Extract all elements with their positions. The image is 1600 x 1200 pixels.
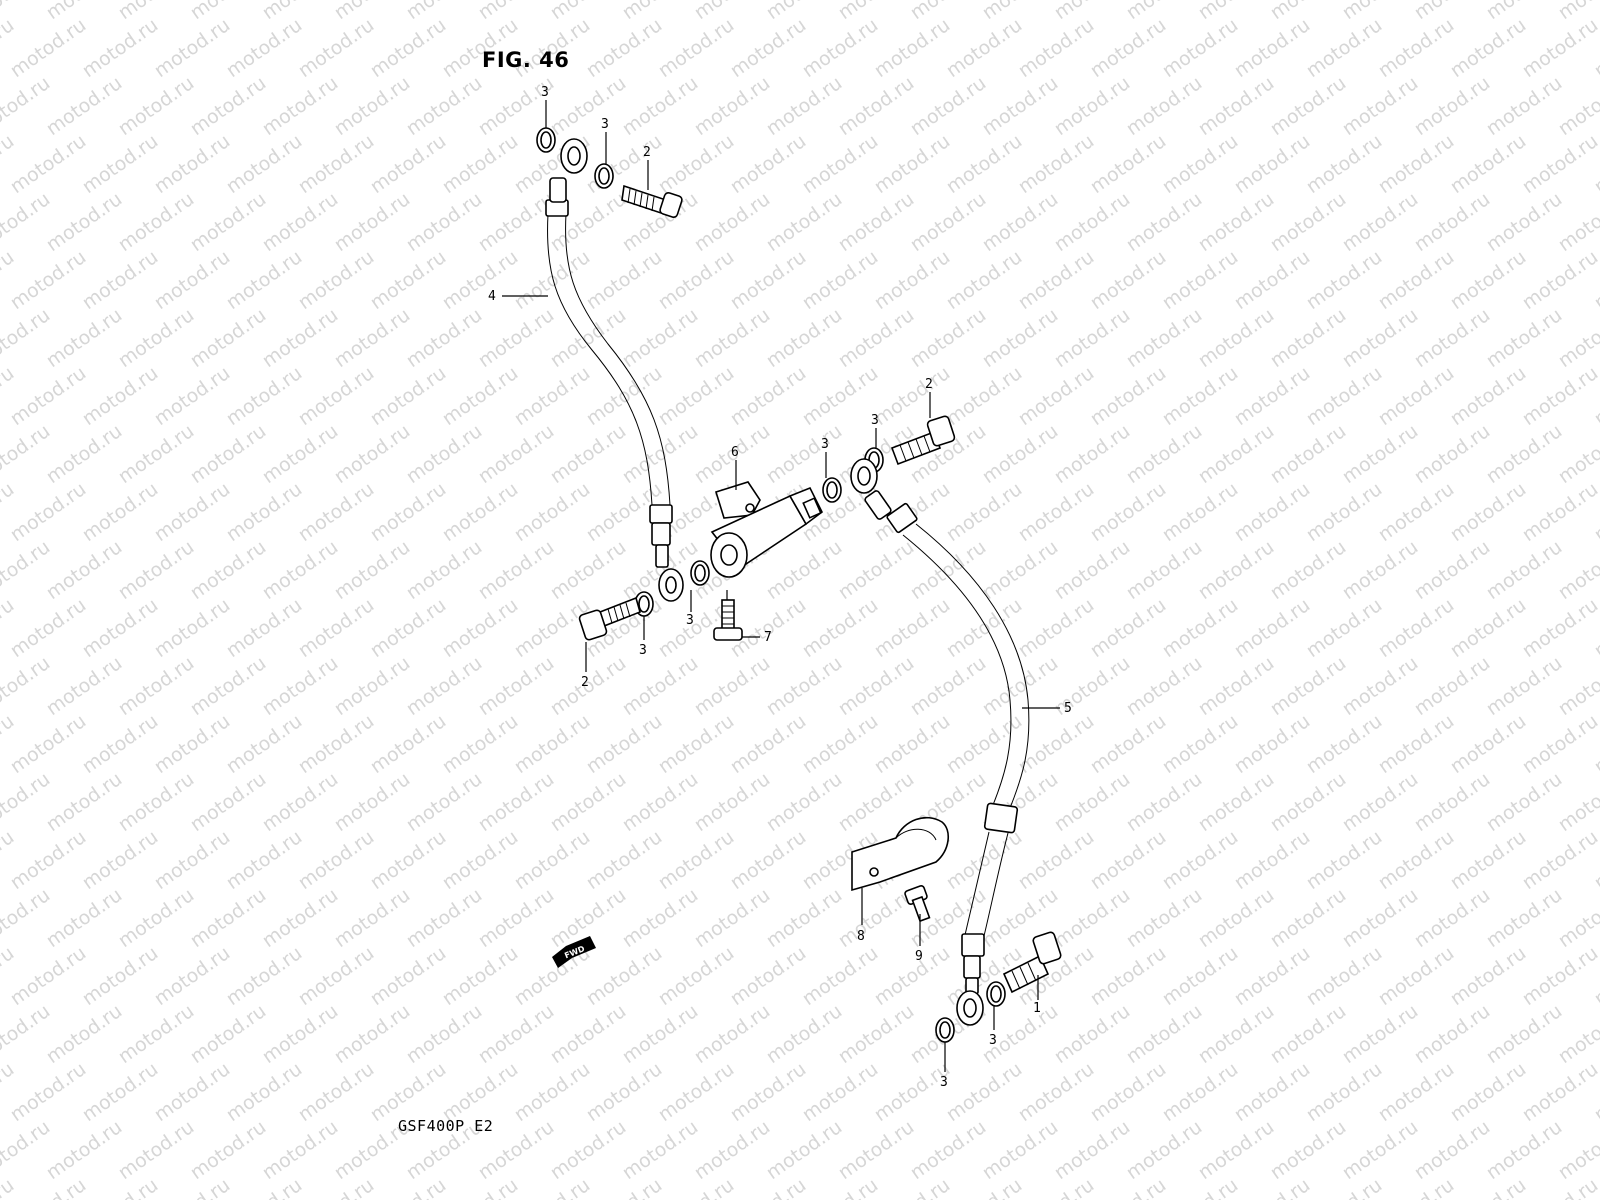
leader-lines	[502, 100, 1060, 1072]
union-bolt-right	[890, 415, 956, 466]
callout-washer-3b: 3	[601, 117, 609, 132]
model-code: GSF400P E2	[398, 1117, 494, 1135]
callout-washer-3c: 3	[639, 643, 647, 658]
brake-hose-lower	[850, 458, 1030, 1026]
figure-title: FIG. 46	[482, 48, 570, 72]
union-bolt-lower	[1002, 931, 1062, 994]
callout-union-bolt-top: 2	[643, 145, 651, 160]
callout-clamp: 8	[857, 929, 865, 944]
brake-hose-joint	[710, 481, 824, 578]
washer-3e	[822, 477, 842, 503]
clamp-bolt	[904, 885, 931, 923]
callout-hose-lower: 5	[1064, 701, 1072, 716]
callout-union-bolt-lower: 1	[1033, 1001, 1041, 1016]
callout-washer-3g: 3	[940, 1075, 948, 1090]
washer-3d	[690, 560, 710, 586]
callout-washer-3h: 3	[989, 1033, 997, 1048]
hose-clamp	[851, 816, 949, 892]
callout-washer-3a: 3	[541, 85, 549, 100]
callout-washer-3f: 3	[871, 413, 879, 428]
callout-washer-3e: 3	[821, 437, 829, 452]
brake-hose-upper	[545, 138, 684, 602]
callout-union-bolt-left: 2	[581, 675, 589, 690]
washer-3a	[536, 127, 556, 153]
union-bolt-left	[578, 596, 641, 641]
callout-washer-3d: 3	[686, 613, 694, 628]
washer-3g	[935, 1017, 955, 1043]
washer-3b	[594, 163, 614, 189]
union-bolt-top	[621, 184, 683, 219]
callout-union-bolt-right: 2	[925, 377, 933, 392]
washer-3h	[986, 981, 1006, 1007]
callout-hose-upper: 4	[488, 289, 496, 304]
callout-joint-bolt: 7	[764, 630, 772, 645]
joint-bolt	[713, 599, 743, 641]
callout-clamp-bolt: 9	[915, 949, 923, 964]
callout-joint: 6	[731, 445, 739, 460]
forward-direction-badge: FWD	[552, 936, 596, 968]
